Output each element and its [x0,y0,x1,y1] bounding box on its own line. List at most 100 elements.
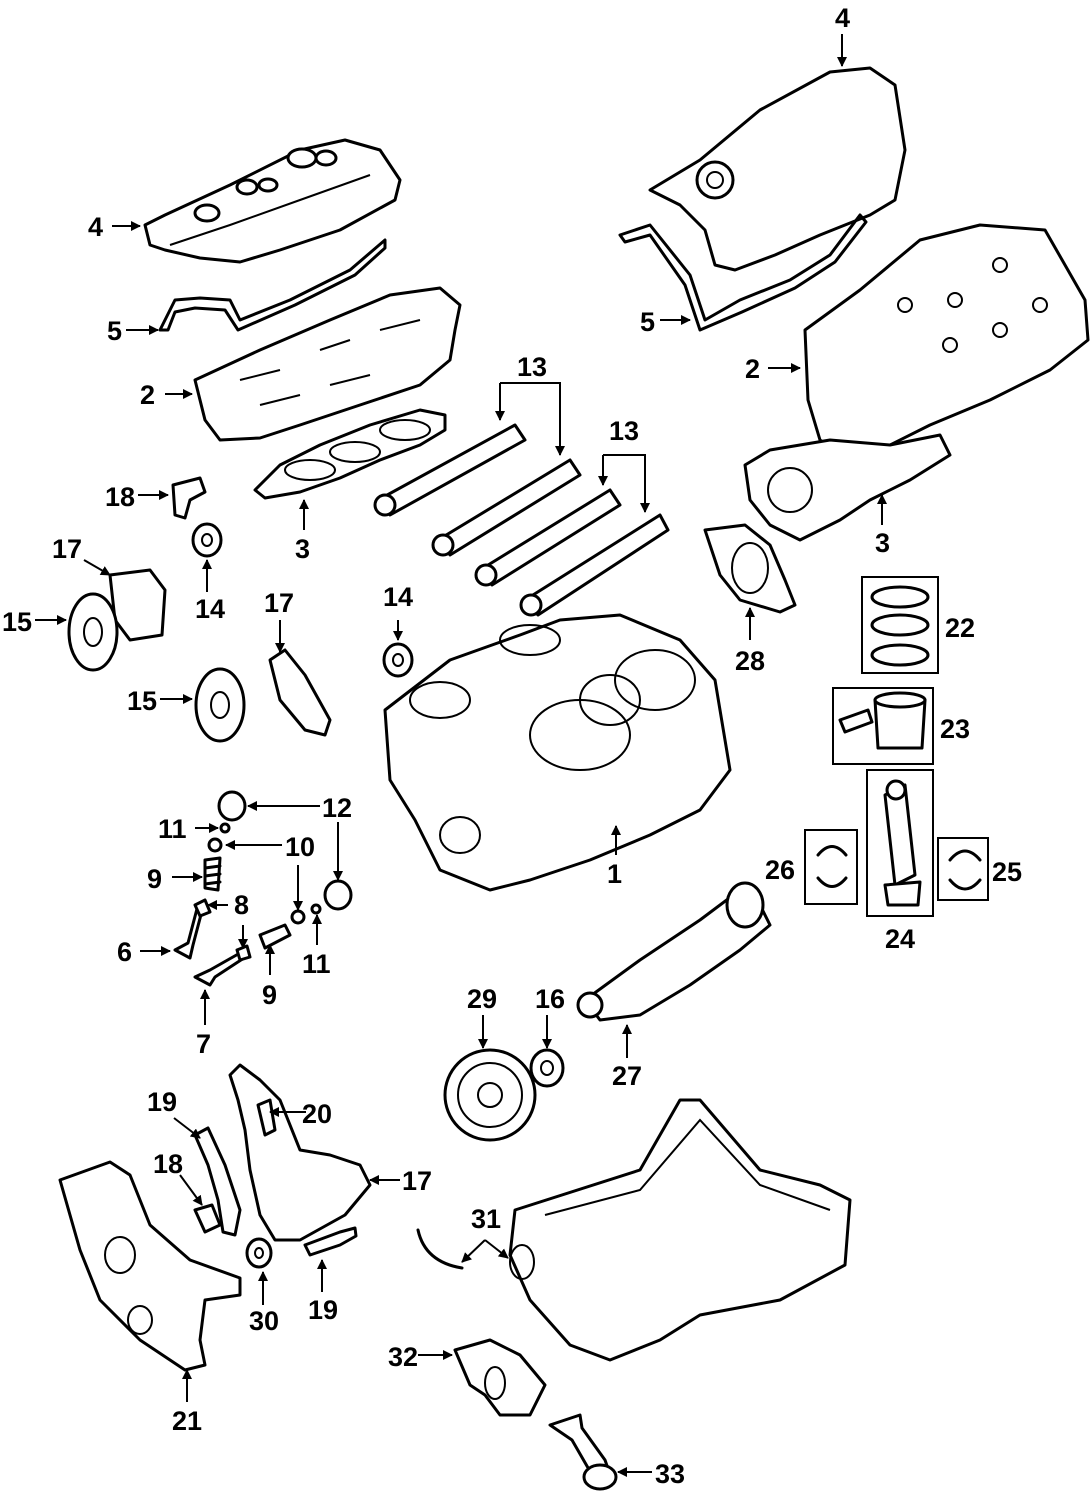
camshaft-group-lower [474,488,670,617]
piston-rings-box [861,576,939,674]
callout-29: 29 [467,984,497,1014]
callout-15-lower: 15 [127,686,157,716]
thrust-bearing [816,845,848,888]
connecting-rod-box [866,769,934,917]
right-valve-cover-gasket [618,213,868,332]
callout-27: 27 [612,1061,642,1091]
spring-retainer-right [290,909,306,925]
callout-33: 33 [655,1459,685,1489]
callout-23: 23 [940,714,970,744]
piston [838,691,927,750]
callout-1: 1 [607,859,622,889]
callout-16: 16 [535,984,565,1014]
callout-18-lower: 18 [153,1149,183,1179]
callout-10: 10 [285,832,315,862]
valve-seal-right [235,944,252,962]
main-bearing [948,849,982,891]
chain-guide-lower [303,1226,358,1257]
timing-chain-main [228,1063,372,1242]
spring-retainer-left [207,837,223,853]
rear-seal-retainer [703,523,797,614]
oil-pump [453,1338,547,1417]
callout-8: 8 [234,890,249,920]
callout-17-lower: 17 [402,1166,432,1196]
oil-pickup [548,1413,618,1491]
callout-26: 26 [765,855,795,885]
callout-13-upper: 13 [517,352,547,382]
valve-seal-left [193,898,212,918]
cam-sprocket-left [67,592,119,672]
callout-5-left: 5 [107,316,122,346]
callout-19-upper: 19 [147,1087,177,1117]
front-timing-cover [58,1160,242,1372]
callout-14-left: 14 [195,594,225,624]
lifter-lower [323,879,353,911]
crank-seal [245,1237,273,1269]
callout-28: 28 [735,646,765,676]
callout-12: 12 [322,793,352,823]
callout-25: 25 [992,857,1022,887]
right-head-gasket [743,433,952,542]
piston-rings [870,585,930,667]
callout-9-upper: 9 [147,864,162,894]
callout-17-mid: 17 [264,588,294,618]
callout-17-upper: 17 [52,534,82,564]
callout-11-lower: 11 [302,949,331,979]
callout-3-right: 3 [875,528,890,558]
left-head-gasket [253,408,447,500]
callout-15-upper: 15 [2,607,32,637]
callout-14-mid: 14 [383,582,413,612]
timing-chain-mid [268,648,332,737]
callout-13-lower: 13 [609,416,639,446]
callout-2-right: 2 [745,354,760,384]
callout-4-right: 4 [835,3,850,33]
idler-sprocket-mid [382,642,414,678]
valve-keeper-right [310,903,322,915]
timing-guide-lower [193,1203,222,1234]
crankshaft [576,881,772,1022]
timing-guide-upper [171,476,207,520]
callout-11-upper: 11 [158,814,187,844]
callout-20: 20 [302,1099,332,1129]
callout-labels: 4 4 5 5 2 2 3 3 13 13 18 17 14 15 17 14 … [2,3,1022,1489]
valve-spring-right [258,923,292,950]
thrust-bearing-box [804,829,858,905]
lifter-upper [217,790,247,822]
callout-21: 21 [172,1406,202,1436]
valve-exhaust [193,951,246,987]
leader-lines [35,34,887,1477]
callout-9-lower: 9 [262,980,277,1010]
valve-spring-left [203,856,222,892]
callout-5-right: 5 [640,307,655,337]
left-valve-cover [143,138,402,264]
left-valve-cover-gasket [158,238,387,332]
valve-keeper-left [219,822,231,834]
callout-24: 24 [885,924,915,954]
camshaft-group-upper [373,423,582,557]
main-bearing-box [937,837,989,901]
callout-30: 30 [249,1306,279,1336]
callout-22: 22 [945,613,975,643]
callout-4-left: 4 [88,212,103,242]
callout-31: 31 [471,1204,501,1234]
callout-7: 7 [196,1029,211,1059]
cam-sprocket-mid [194,667,246,743]
right-valve-cover [648,66,907,272]
callout-18-upper: 18 [105,482,135,512]
oil-pan-gasket [416,1228,464,1270]
oil-pan [508,1098,852,1362]
crank-pulley [443,1048,537,1142]
left-cylinder-head [193,286,462,442]
callout-2-left: 2 [140,380,155,410]
chain-tensioner [256,1098,277,1137]
connecting-rod [883,779,922,907]
callout-3-left: 3 [295,534,310,564]
engine-block [383,613,732,892]
callout-6: 6 [117,937,132,967]
idler-sprocket-upper [191,522,223,558]
chain-tensioner-arm [193,1126,242,1237]
piston-box [832,687,934,765]
right-cylinder-head [803,223,1090,467]
callout-19-lower: 19 [308,1295,338,1325]
callout-32: 32 [388,1342,418,1372]
